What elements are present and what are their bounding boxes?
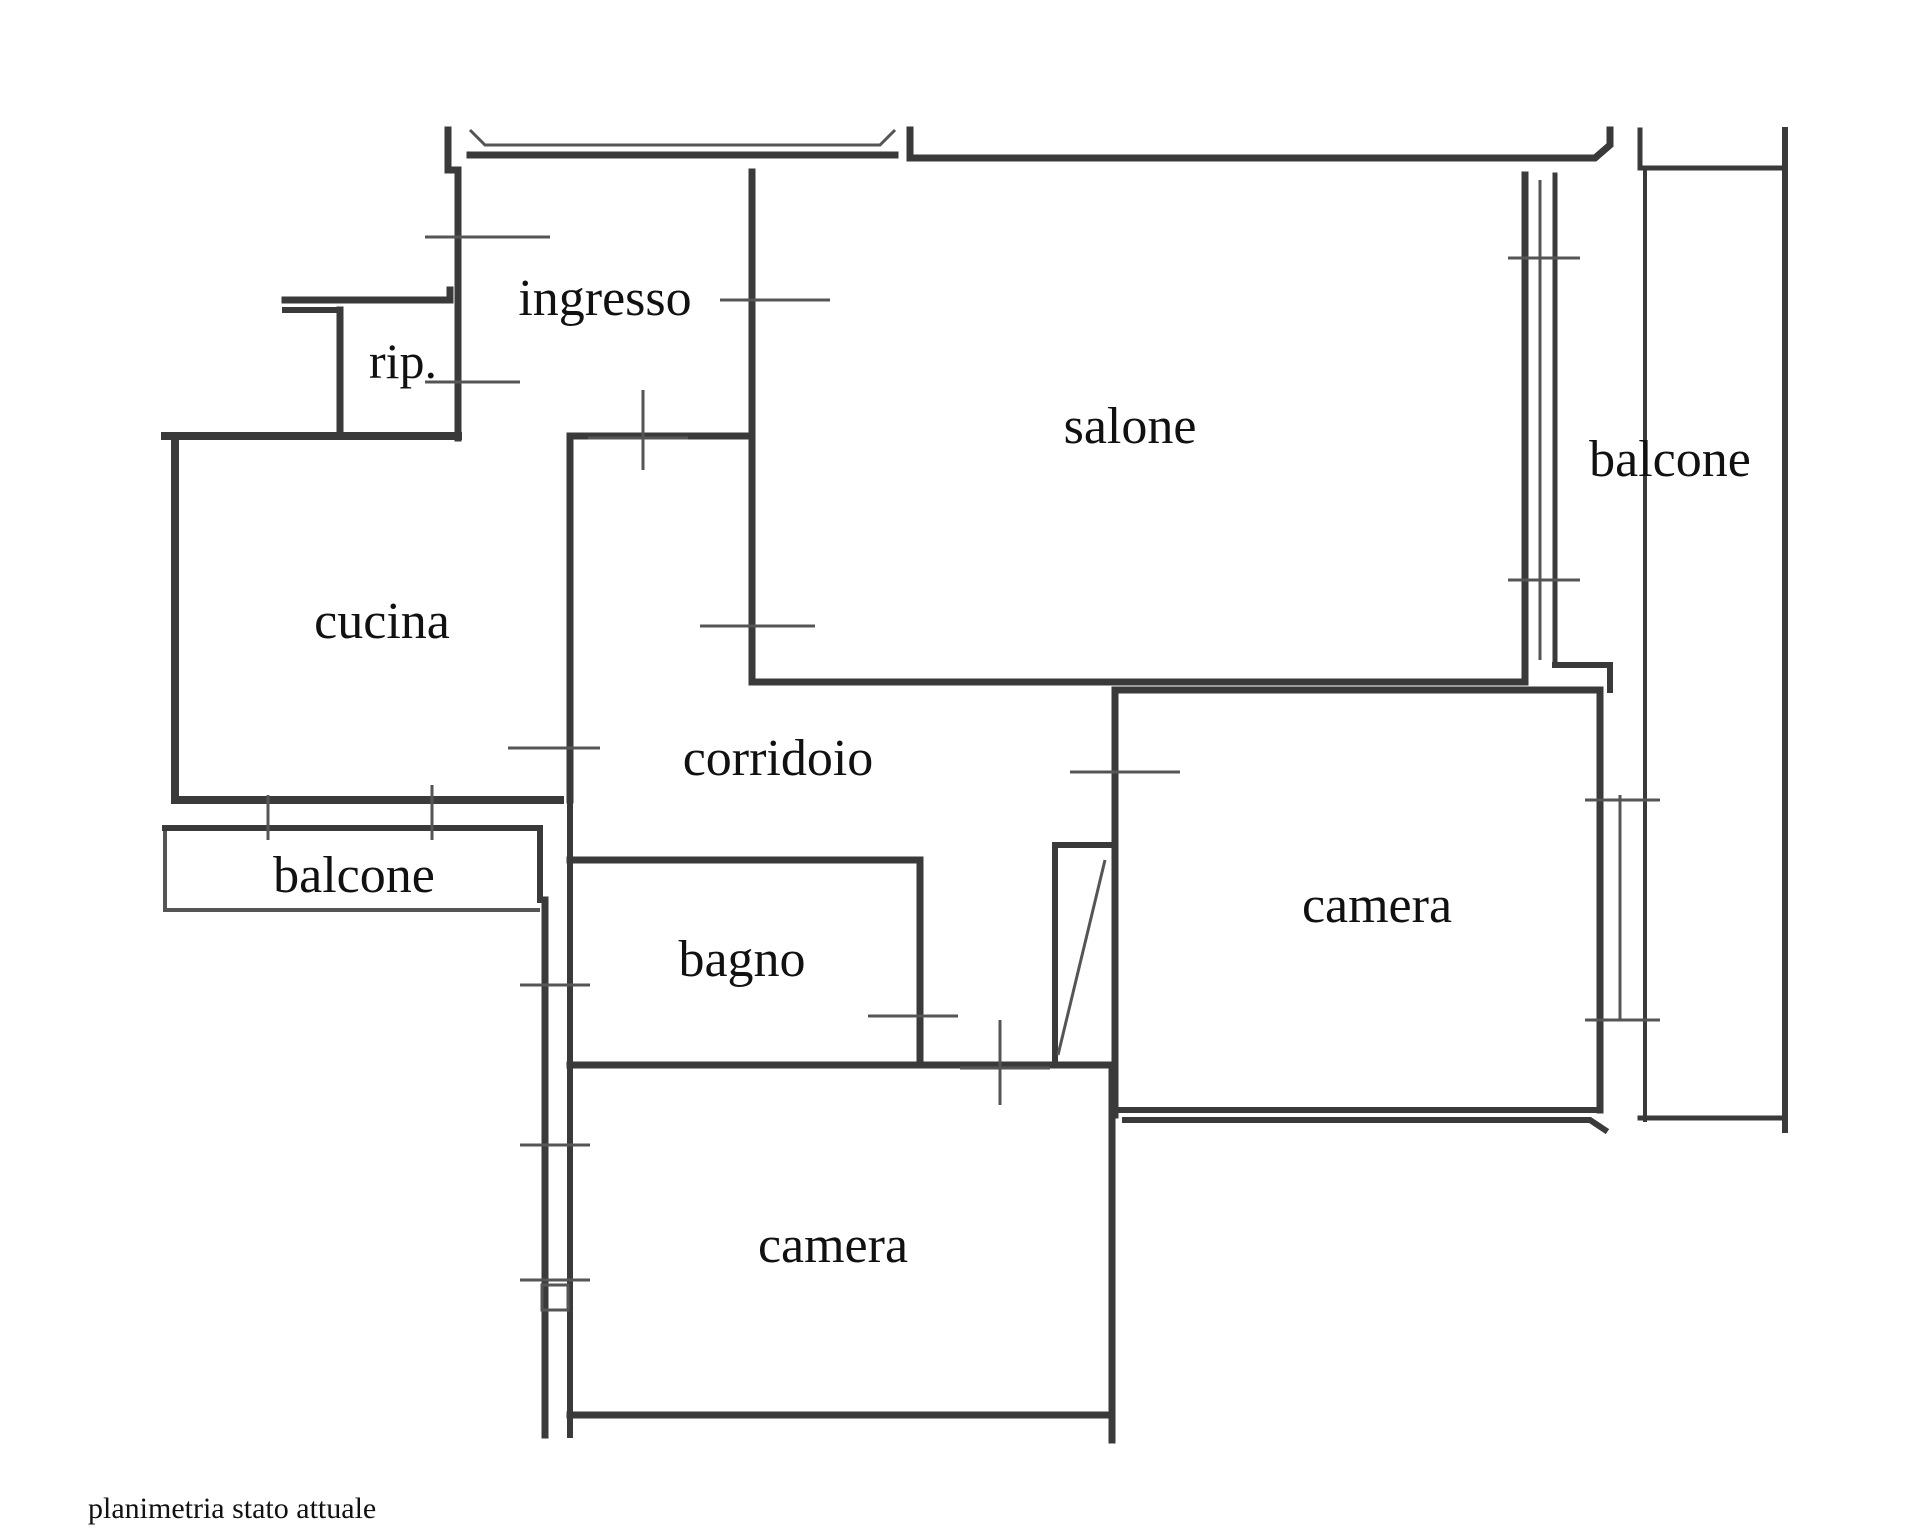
room-label-bagno: bagno — [678, 931, 805, 988]
room-label-balcone-left: balcone — [273, 847, 435, 904]
room-label-camera-bottom: camera — [758, 1217, 908, 1274]
room-label-rip: rip. — [369, 333, 437, 389]
plan-caption: planimetria stato attuale — [88, 1492, 377, 1525]
room-label-camera-right: camera — [1302, 877, 1452, 934]
room-label-salone: salone — [1064, 398, 1197, 455]
room-labels: ingresso rip. salone balcone cucina corr… — [273, 270, 1751, 1274]
room-label-balcone-right: balcone — [1589, 431, 1751, 488]
room-label-corridoio: corridoio — [683, 730, 874, 787]
room-label-ingresso: ingresso — [518, 270, 691, 327]
walls — [161, 126, 1788, 1444]
room-label-cucina: cucina — [314, 593, 450, 650]
door-window-marks — [266, 180, 1660, 1312]
